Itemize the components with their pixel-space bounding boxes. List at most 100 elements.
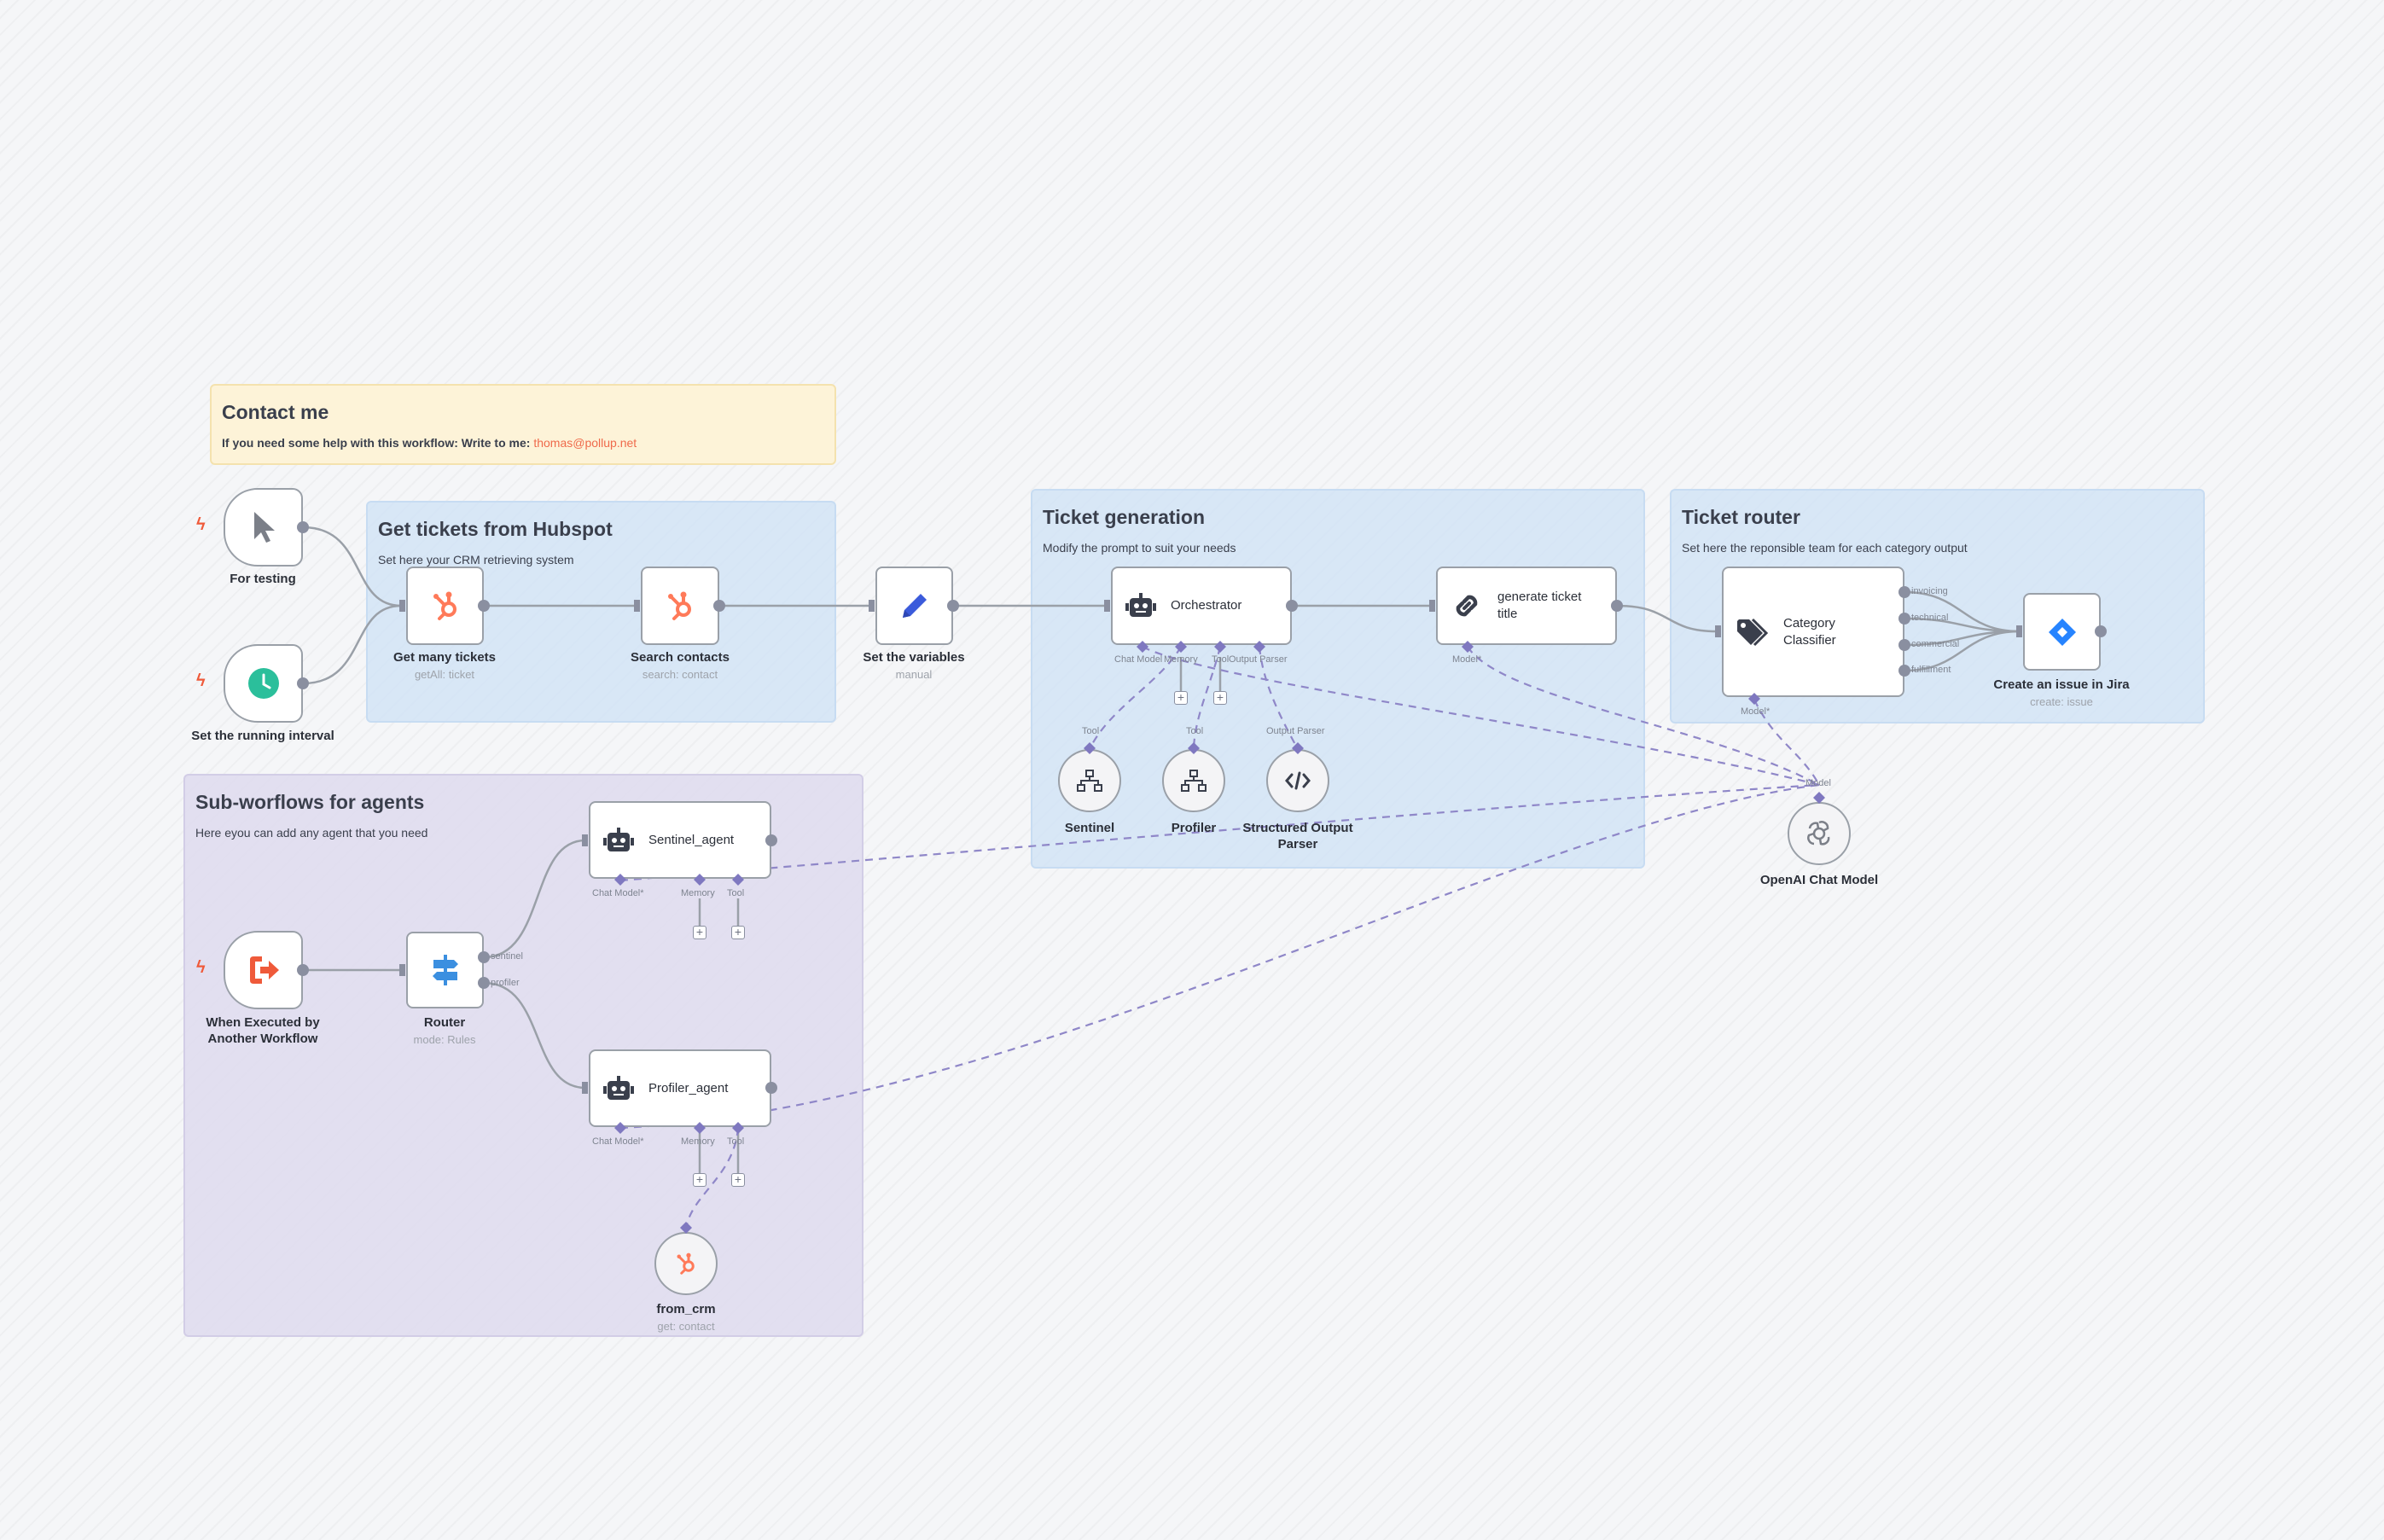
port-label: Output Parser (1266, 726, 1325, 736)
node-sublabel: search: contact (642, 668, 718, 681)
input-handle (2016, 625, 2022, 637)
node-router[interactable] (406, 932, 484, 1008)
output-handle (478, 600, 490, 612)
node-label: Create an issue in Jira (1993, 677, 2130, 692)
node-category-classifier[interactable]: Category Classifier (1722, 567, 1904, 697)
add-memory-button[interactable]: + (693, 926, 706, 939)
add-memory-button[interactable]: + (1174, 691, 1188, 705)
sticky-title: Contact me (222, 401, 329, 423)
ai-handle (694, 1122, 706, 1134)
ai-connection (619, 783, 1820, 1130)
hubspot-icon (663, 589, 697, 623)
node-search-contacts[interactable] (641, 567, 719, 645)
node-label: Set the variables (863, 650, 965, 665)
ai-handle (680, 1222, 692, 1234)
connection (302, 604, 402, 685)
email-link[interactable]: thomas@pollup.net (533, 436, 637, 450)
port-label: Chat Model (1114, 654, 1163, 665)
ai-handle (1137, 641, 1148, 653)
ai-connection (1089, 646, 1182, 750)
jira-icon (2047, 617, 2078, 648)
port-label: Memory (1164, 654, 1198, 665)
add-tool-button[interactable]: + (731, 1173, 745, 1187)
ai-handle (1813, 792, 1825, 804)
ai-handle (732, 1122, 744, 1134)
ai-handle (614, 1122, 626, 1134)
node-profiler-agent[interactable]: Profiler_agent (589, 1049, 771, 1127)
signpost-icon (428, 953, 462, 987)
output-label: sentinel (491, 951, 523, 962)
node-sentinel-agent[interactable]: Sentinel_agent (589, 801, 771, 879)
ai-handle (1214, 641, 1226, 653)
output-label: invoicing (1911, 586, 1948, 596)
sticky-title: Sub-worflows for agents (195, 791, 425, 813)
node-label: Profiler (1171, 821, 1217, 835)
output-handle (478, 951, 490, 963)
port-label: Output Parser (1229, 654, 1288, 665)
openai-icon (1805, 820, 1833, 847)
output-handle (478, 977, 490, 989)
hubspot-icon (673, 1251, 699, 1276)
node-label: generate ticket title (1497, 590, 1582, 621)
ai-connection (619, 783, 1820, 882)
ai-handle (1188, 742, 1200, 754)
sticky-desc: Modify the prompt to suit your needs (1043, 541, 1236, 555)
node-set-variables[interactable] (875, 567, 953, 645)
port-label: Memory (681, 1136, 715, 1147)
node-label: For testing (230, 572, 296, 586)
add-memory-button[interactable]: + (693, 1173, 706, 1187)
connection (1904, 630, 2021, 672)
sticky-contact[interactable]: Contact me If you need some help with th… (210, 384, 836, 465)
output-handle (765, 1082, 777, 1094)
sign-out-icon (247, 955, 281, 985)
ai-handle (732, 874, 744, 886)
output-label: technical (1911, 613, 1949, 623)
port-label: Model (1805, 778, 1831, 788)
connection (1616, 604, 1718, 633)
code-icon (1285, 770, 1311, 791)
output-handle (765, 834, 777, 846)
pencil-icon (898, 589, 932, 623)
ai-connection (1258, 646, 1299, 750)
ai-connection (1192, 646, 1222, 750)
output-handle (1898, 639, 1910, 651)
node-label: Search contacts (631, 650, 730, 665)
node-schedule-trigger[interactable] (224, 644, 303, 723)
node-sublabel: mode: Rules (413, 1033, 476, 1046)
sticky-title: Get tickets from Hubspot (378, 518, 613, 540)
output-handle (947, 600, 959, 612)
node-label: When Executed by Another Workflow (206, 1015, 320, 1046)
robot-icon (602, 1074, 635, 1103)
sitemap-icon (1181, 770, 1207, 792)
node-generate-ticket-title[interactable]: generate ticket title (1436, 567, 1617, 645)
node-label: Router (423, 1015, 466, 1030)
ai-connection (1142, 646, 1820, 787)
ai-handle (1292, 742, 1304, 754)
output-handle (1611, 600, 1623, 612)
node-get-many-tickets[interactable] (406, 567, 484, 645)
port-label: Tool (1186, 726, 1204, 736)
ai-connection (684, 1127, 740, 1229)
node-execute-workflow-trigger[interactable] (224, 931, 303, 1009)
node-orchestrator[interactable]: Orchestrator (1111, 567, 1292, 645)
sticky-desc: Set here the reponsible team for each ca… (1682, 541, 1968, 555)
output-handle (1898, 613, 1910, 625)
output-label: profiler (491, 978, 520, 988)
add-tool-button[interactable]: + (731, 926, 745, 939)
hubspot-icon (428, 589, 462, 623)
robot-icon (602, 826, 635, 855)
node-label: Structured Output Parser (1242, 821, 1353, 851)
add-tool-button[interactable]: + (1213, 691, 1227, 705)
ai-handle (614, 874, 626, 886)
node-sublabel: get: contact (657, 1320, 715, 1333)
output-handle (1898, 586, 1910, 598)
port-label: Chat Model* (592, 888, 644, 898)
ai-handle (1175, 641, 1187, 653)
output-handle (2095, 625, 2107, 637)
sticky-generation[interactable]: Ticket generation Modify the prompt to s… (1031, 489, 1645, 869)
sticky-desc: If you need some help with this workflow… (222, 436, 824, 450)
ai-handle (1253, 641, 1265, 653)
ai-handle (1748, 693, 1760, 705)
